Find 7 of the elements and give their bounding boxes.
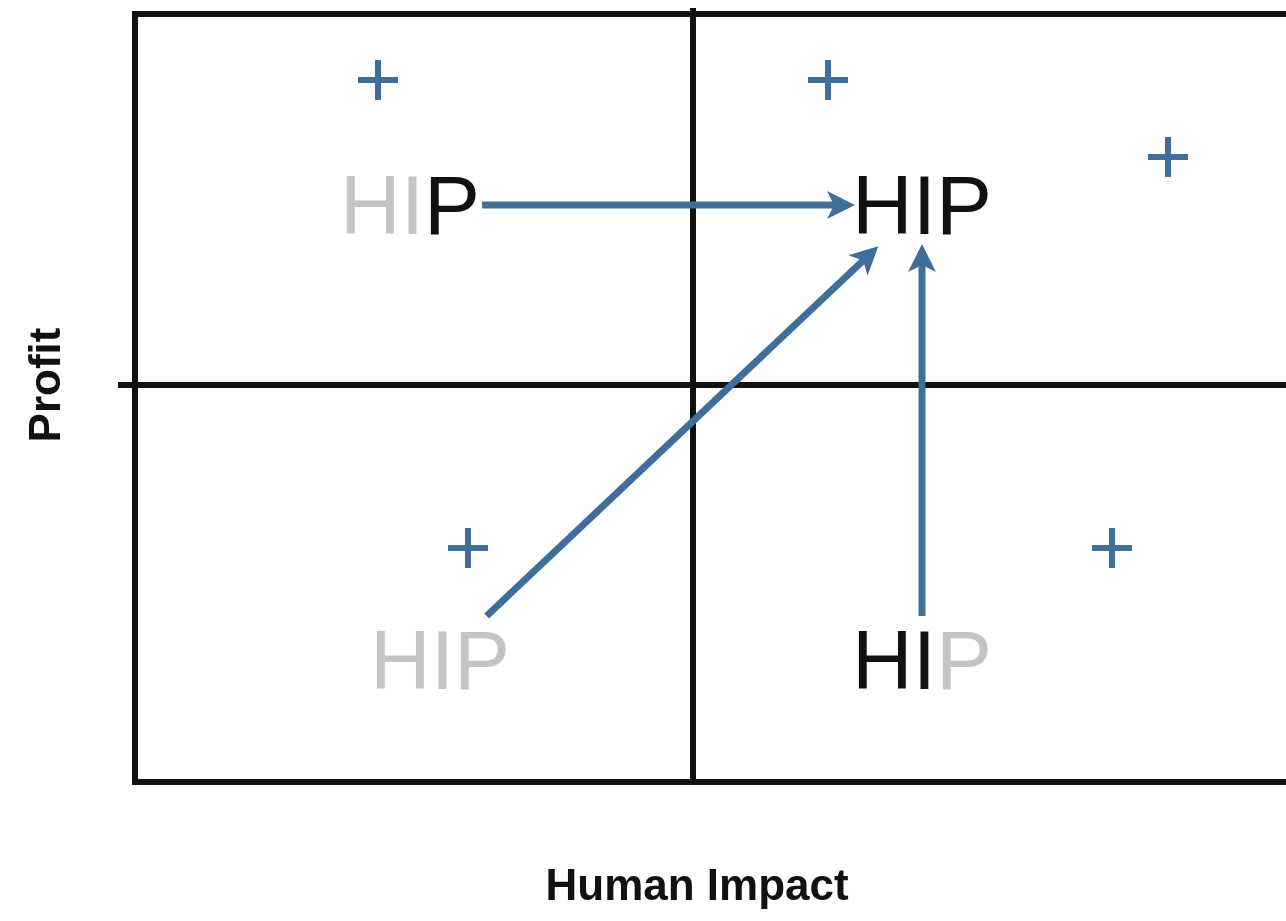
quadrant-label: HIP <box>340 163 481 247</box>
quadrant-label: HIP <box>852 618 993 702</box>
axis-title: Human Impact <box>545 860 849 910</box>
arrow <box>484 246 879 619</box>
quadrant-label: HIP <box>852 163 993 247</box>
axis-title: Profit <box>19 327 70 443</box>
quadrant-label: HIP <box>370 618 511 702</box>
